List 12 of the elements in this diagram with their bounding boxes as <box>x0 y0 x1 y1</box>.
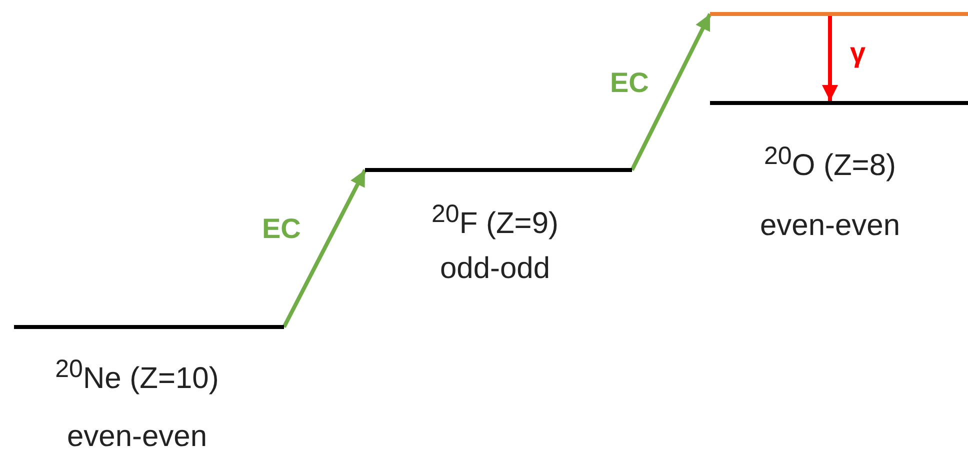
parity-label: odd-odd <box>440 252 550 286</box>
arrow <box>822 16 838 101</box>
parity-label: even-even <box>66 420 208 453</box>
edge-label: γ <box>850 38 866 68</box>
arrow <box>630 13 712 171</box>
nuclide-label: $^{20}$O (Z=8) <box>764 141 896 183</box>
nuclide-label: $^{20}$F (Z=9) <box>432 199 558 241</box>
edge-label: EC <box>262 214 301 244</box>
edge-label: EC <box>610 68 649 98</box>
arrow <box>282 169 367 328</box>
nuclide-label: $^{20}$Ne (Z=10) <box>55 354 219 396</box>
parity-label: even-even <box>760 209 900 243</box>
